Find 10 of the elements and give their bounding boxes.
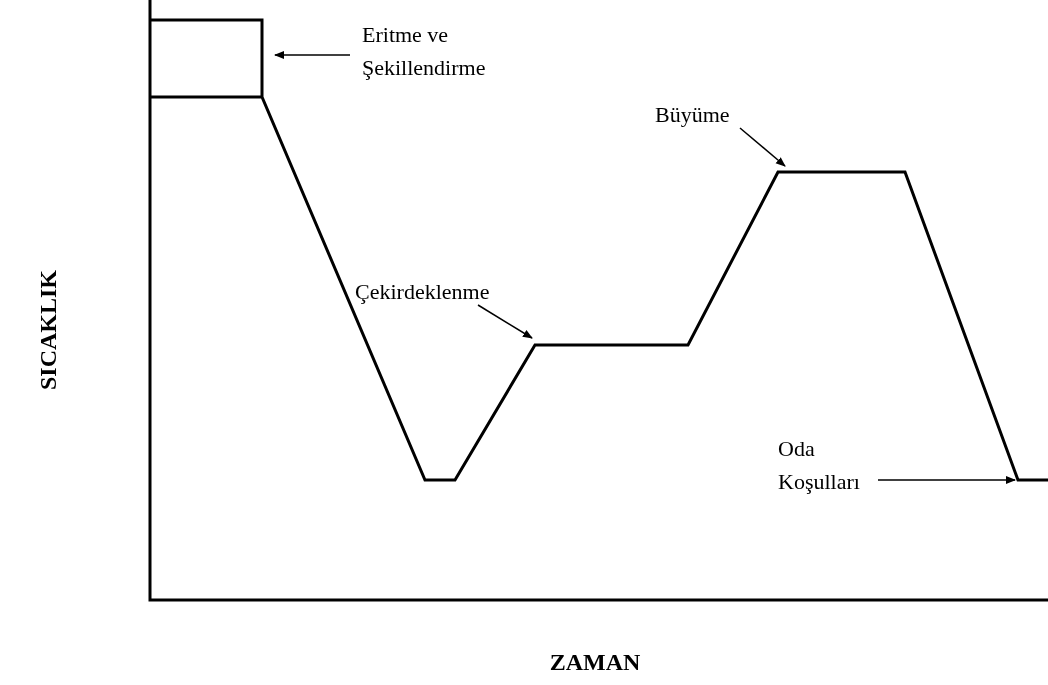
axis-title: ZAMAN	[549, 648, 641, 676]
stage-label: Çekirdeklenme	[355, 275, 585, 308]
leader-arrow	[739, 127, 786, 167]
stage-label: Oda Koşulları	[778, 432, 888, 498]
leader-arrow	[274, 51, 351, 59]
axis-title: SICAKLIK	[34, 270, 62, 390]
stage-label: Büyüme	[655, 98, 805, 131]
leader-arrow	[477, 304, 533, 339]
leader-arrow	[877, 476, 1016, 484]
stage-label: Eritme ve Şekillendirme	[362, 18, 522, 84]
